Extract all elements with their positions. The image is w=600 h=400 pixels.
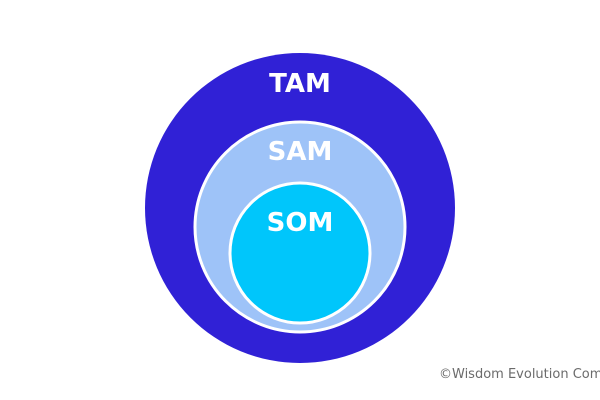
som-circle: [228, 181, 372, 325]
som-label: SOM: [267, 208, 334, 238]
tam-label: TAM: [269, 69, 331, 99]
copyright-notice: ©Wisdom Evolution Com: [439, 367, 600, 382]
sam-label: SAM: [268, 137, 333, 167]
